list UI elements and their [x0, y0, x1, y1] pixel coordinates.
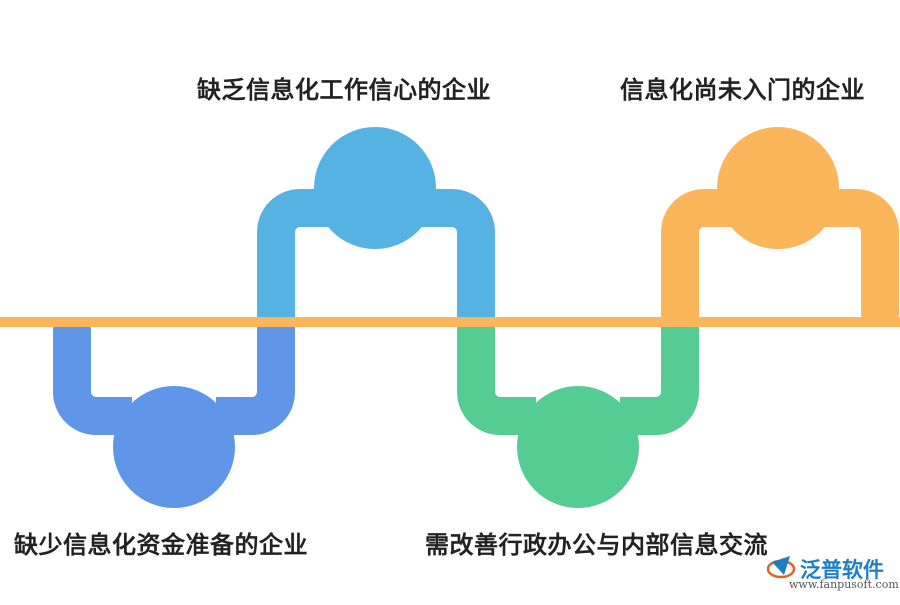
- watermark-logo-icon: [766, 556, 796, 579]
- purple-loop: [53, 322, 295, 435]
- baseline: [0, 317, 900, 327]
- orange-loop: [661, 189, 899, 322]
- purple-node: [113, 386, 235, 508]
- blue-node: [314, 127, 436, 249]
- watermark-brand: 泛普软件: [800, 558, 884, 582]
- orange-node: [717, 127, 839, 249]
- label-blue: 缺乏信息化工作信心的企业: [197, 76, 491, 104]
- watermark-url: www.fanpusoft.com: [789, 578, 899, 591]
- label-green: 需改善行政办公与内部信息交流: [425, 531, 768, 559]
- blue-loop: [257, 189, 495, 322]
- label-orange: 信息化尚未入门的企业: [620, 76, 865, 104]
- green-loop: [457, 322, 699, 435]
- green-node: [517, 386, 639, 508]
- label-purple: 缺少信息化资金准备的企业: [14, 531, 308, 559]
